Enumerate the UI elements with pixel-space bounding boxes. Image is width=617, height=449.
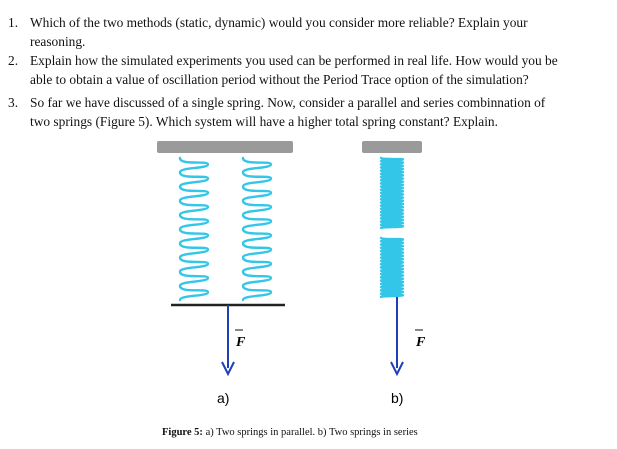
force-label-a: F [235, 335, 246, 350]
force-label-b: F [415, 335, 426, 350]
ceiling-support-b [362, 141, 422, 153]
label-a: a) [217, 390, 229, 406]
question-3-line-1: So far we have discussed of a single spr… [30, 95, 546, 110]
figure-caption-label: Figure 5: [162, 427, 203, 438]
spring-b-lower [379, 236, 405, 299]
spring-b1-coil [379, 156, 405, 230]
question-2-line-1: Explain how the simulated experiments yo… [30, 53, 558, 68]
spring-a1-coil [178, 156, 210, 302]
ceiling-support-a [157, 141, 293, 153]
spring-b-upper [379, 156, 405, 230]
spring-a2-coil [241, 156, 273, 302]
spring-b2-coil [379, 236, 405, 299]
figure-caption-text: a) Two springs in parallel. b) Two sprin… [202, 427, 418, 438]
question-1-number: 1. [8, 15, 19, 30]
spring-a-right [241, 156, 273, 302]
force-arrow-head-b [390, 361, 404, 377]
label-b: b) [391, 390, 403, 406]
force-arrow-head-a [221, 361, 235, 377]
question-3-line-2: two springs (Figure 5). Which system wil… [30, 114, 498, 129]
question-1-line-2: reasoning. [30, 34, 86, 49]
question-2-line-2: able to obtain a value of oscillation pe… [30, 72, 529, 87]
figure-caption: Figure 5: a) Two springs in parallel. b)… [162, 427, 418, 438]
spring-a-left [178, 156, 210, 302]
question-3-number: 3. [8, 95, 19, 110]
question-2-number: 2. [8, 53, 19, 68]
question-1-line-1: Which of the two methods (static, dynami… [30, 15, 528, 30]
